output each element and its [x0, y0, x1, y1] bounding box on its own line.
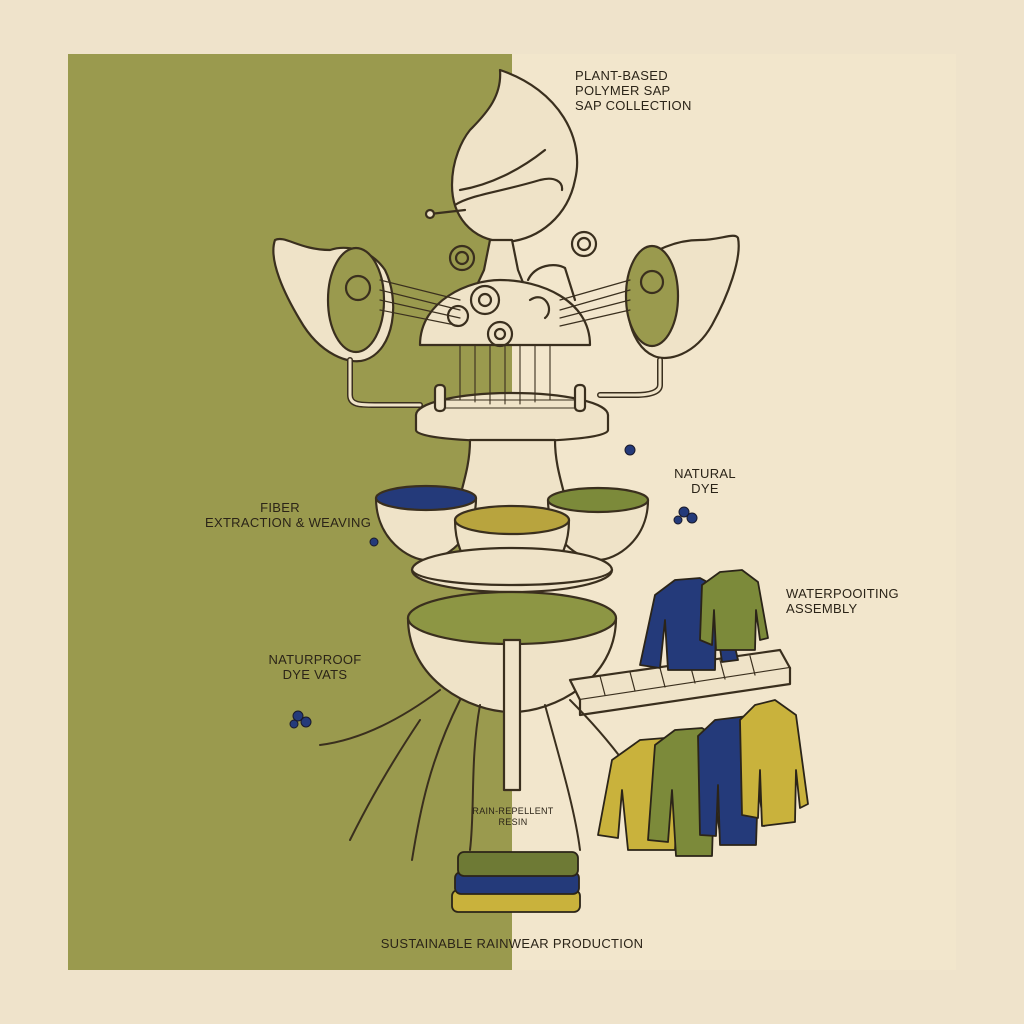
fiber-label-line-2: EXTRACTION & WEAVING [205, 515, 372, 530]
sap-label-line-1: PLANT-BASED [575, 68, 668, 83]
gear-dome [418, 278, 592, 347]
diagram-title: SUSTAINABLE RAINWEAR PRODUCTION [380, 936, 644, 951]
dye-label-line-1: NATURAL [674, 466, 736, 481]
assembly-label-line-2: ASSEMBLY [786, 601, 858, 616]
vats-label-line-2: DYE VATS [282, 667, 348, 682]
assembly-label: WATERPOOITING ASSEMBLY [786, 586, 899, 616]
coat-green-top [699, 569, 769, 651]
dye-label-line-2: DYE [691, 481, 719, 496]
sap-collection-label: PLANT-BASED POLYMER SAP SAP COLLECTION [575, 68, 692, 113]
sap-label-line-3: SAP COLLECTION [575, 98, 692, 113]
resin-stream [502, 638, 522, 792]
fiber-label-line-1: FIBER [260, 500, 300, 515]
dye-vats-label: NATURPROOF DYE VATS [250, 652, 380, 682]
resin-label-line-1: RAIN-REPELLENT [472, 806, 554, 816]
fiber-label: FIBER EXTRACTION & WEAVING [205, 500, 372, 530]
vats-label-line-1: NATURPROOF [268, 652, 362, 667]
coat-yellow-4 [739, 699, 809, 827]
sap-label-line-2: POLYMER SAP [575, 83, 671, 98]
assembly-label-line-1: WATERPOOITING [786, 586, 899, 601]
folded-rainwear-stack [451, 851, 581, 913]
resin-label: RAIN-REPELLENT RESIN [465, 806, 561, 828]
natural-dye-label: NATURAL DYE [660, 466, 750, 496]
resin-label-line-2: RESIN [498, 817, 528, 827]
sap-bulb [450, 68, 579, 244]
